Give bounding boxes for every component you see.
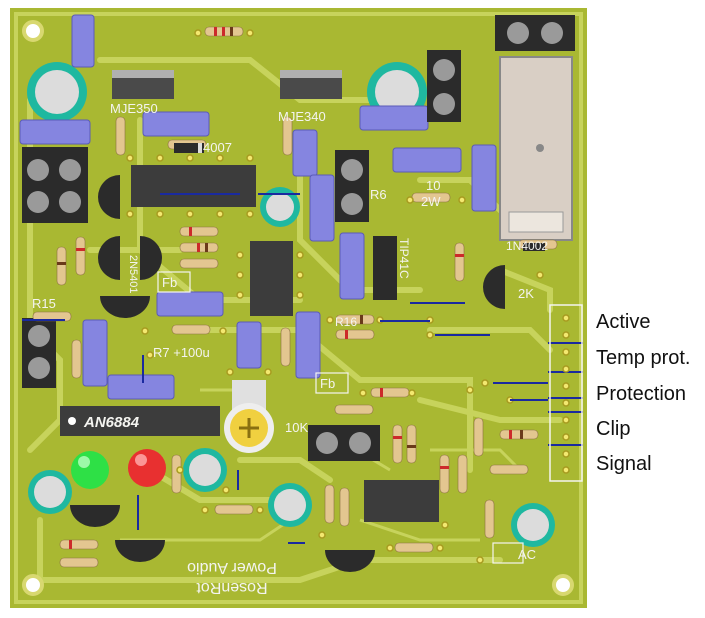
legend-signal: Signal [596, 453, 652, 475]
trim-potentiometer [224, 380, 274, 453]
brand-line-1: RosenRot [196, 579, 268, 596]
silk-labels: AN6884 MJE350 MJE340 4007 TIP41C 10 2W 1… [32, 101, 548, 596]
r7-label: R7 +100u [153, 345, 210, 360]
legend-active: Active [596, 311, 651, 333]
pcb-ground-ring [14, 12, 583, 604]
r16-label: R16 [335, 315, 357, 329]
mje-right-label: MJE340 [278, 109, 326, 124]
label-2k: 2K [518, 286, 534, 301]
power-transistors [112, 70, 397, 300]
resistor-2w-label: 2W [421, 194, 441, 209]
screw-terminals [22, 15, 575, 461]
diodes [174, 143, 545, 251]
mje-left-label: MJE350 [110, 101, 158, 116]
legend-protection: Protection [596, 383, 687, 405]
label-10k: 10K [285, 420, 308, 435]
legend-clip: Clip [596, 418, 631, 440]
integrated-circuits [60, 165, 439, 522]
tip-label: TIP41C [397, 238, 411, 279]
led-header-connector [549, 304, 583, 482]
relay [499, 56, 573, 241]
small-transistors [70, 175, 505, 572]
r15-label: R15 [32, 296, 56, 311]
diode-label: 4007 [203, 140, 232, 155]
fb-label-2: Fb [320, 376, 335, 391]
status-leds [71, 449, 166, 489]
r6-label: R6 [370, 187, 387, 202]
resistor-10-label: 10 [426, 178, 440, 193]
ic-label-an6884: AN6884 [83, 414, 140, 431]
legend-temp-prot: Temp prot. [596, 347, 691, 369]
brand-line-2: Power Audio [187, 559, 277, 576]
relay-diode-label: 1N4002 [506, 239, 548, 253]
label-ac: AC [518, 547, 536, 562]
film-capacitors [19, 14, 497, 400]
silk-outlines [157, 271, 524, 564]
fb-label-1: Fb [162, 275, 177, 290]
transistor-label: 2N5401 [127, 255, 139, 294]
